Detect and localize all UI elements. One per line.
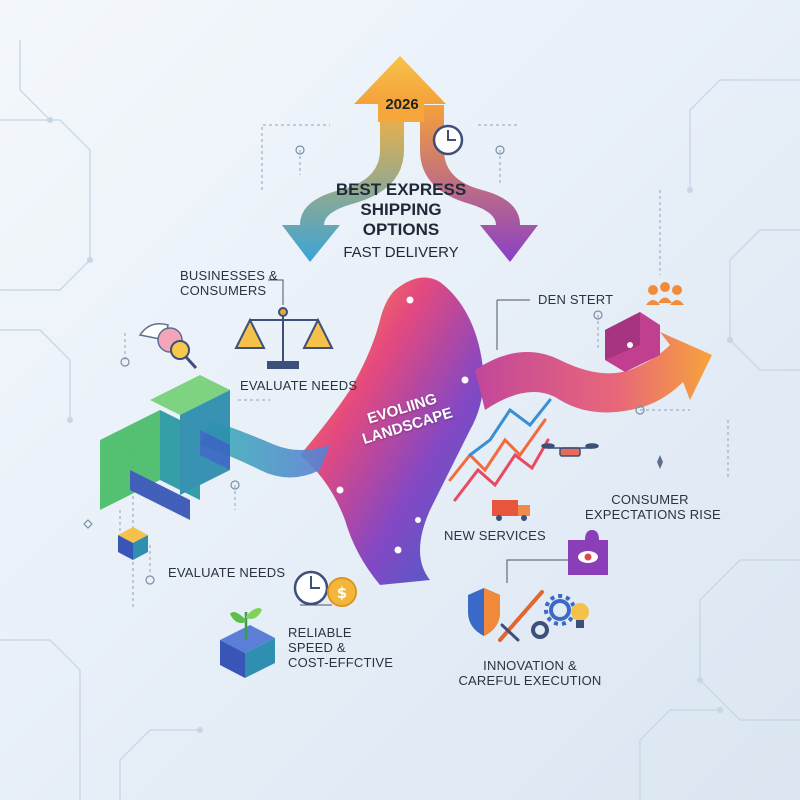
puzzle-eye-icon xyxy=(568,530,608,575)
innovation-line-2: CAREFUL EXECUTION xyxy=(458,673,602,688)
title-line-3: OPTIONS xyxy=(362,220,440,239)
year-label: 2026 xyxy=(385,96,419,113)
isometric-blocks xyxy=(100,375,230,520)
consumers-line: CONSUMERS xyxy=(180,283,267,298)
plant-box-icon xyxy=(220,608,275,678)
svg-text:$: $ xyxy=(337,584,347,602)
people-icon xyxy=(646,282,684,305)
main-title: BEST EXPRESS SHIPPING OPTIONS FAST DELIV… xyxy=(320,180,482,263)
title-line-1: BEST EXPRESS xyxy=(335,180,467,199)
consumer-expectations-label: CONSUMER EXPECTATIONS RISE xyxy=(585,492,721,522)
reliable-label: RELIABLE SPEED & COST-EFFCTIVE xyxy=(288,625,393,670)
dollar-coin-icon: $ xyxy=(293,570,357,607)
sparkle-icon xyxy=(657,455,663,469)
cube-icon xyxy=(118,527,148,560)
delivery-truck-icon xyxy=(492,500,530,521)
gears-icon xyxy=(531,594,576,639)
shield-icon xyxy=(468,588,500,636)
title-line-2: SHIPPING xyxy=(360,200,442,219)
innovation-label: INNOVATION & CAREFUL EXECUTION xyxy=(455,658,605,688)
evaluate-needs-left-label: EVALUATE NEEDS xyxy=(168,565,286,580)
businesses-consumers-label: BUSINESSES & CONSUMERS xyxy=(180,268,278,298)
clock-icon xyxy=(432,124,464,156)
growth-chart-icon xyxy=(448,398,552,502)
lightbulb-icon xyxy=(571,603,589,628)
title-subtitle: FAST DELIVERY xyxy=(343,244,459,261)
drone-icon xyxy=(541,443,599,457)
den-stert-label: DEN STERT xyxy=(538,292,614,307)
top-split-arrows xyxy=(282,56,538,262)
sword-icon xyxy=(498,590,544,642)
evaluate-needs-top-label: EVALUATE NEEDS xyxy=(240,378,358,393)
consumer-line: CONSUMER xyxy=(611,492,689,507)
reliable-line-1: RELIABLE xyxy=(288,625,352,640)
innovation-line-1: INNOVATION & xyxy=(483,658,577,673)
expectations-line: EXPECTATIONS RISE xyxy=(585,507,721,522)
reliable-line-2: SPEED & xyxy=(288,640,346,655)
landscape-river xyxy=(300,277,484,585)
businesses-line: BUSINESSES & xyxy=(180,268,278,283)
reliable-line-3: COST-EFFCTIVE xyxy=(288,655,394,670)
winged-brain-icon xyxy=(138,323,198,370)
new-services-label: NEW SERVICES xyxy=(444,528,546,543)
scale-icon xyxy=(234,307,334,369)
